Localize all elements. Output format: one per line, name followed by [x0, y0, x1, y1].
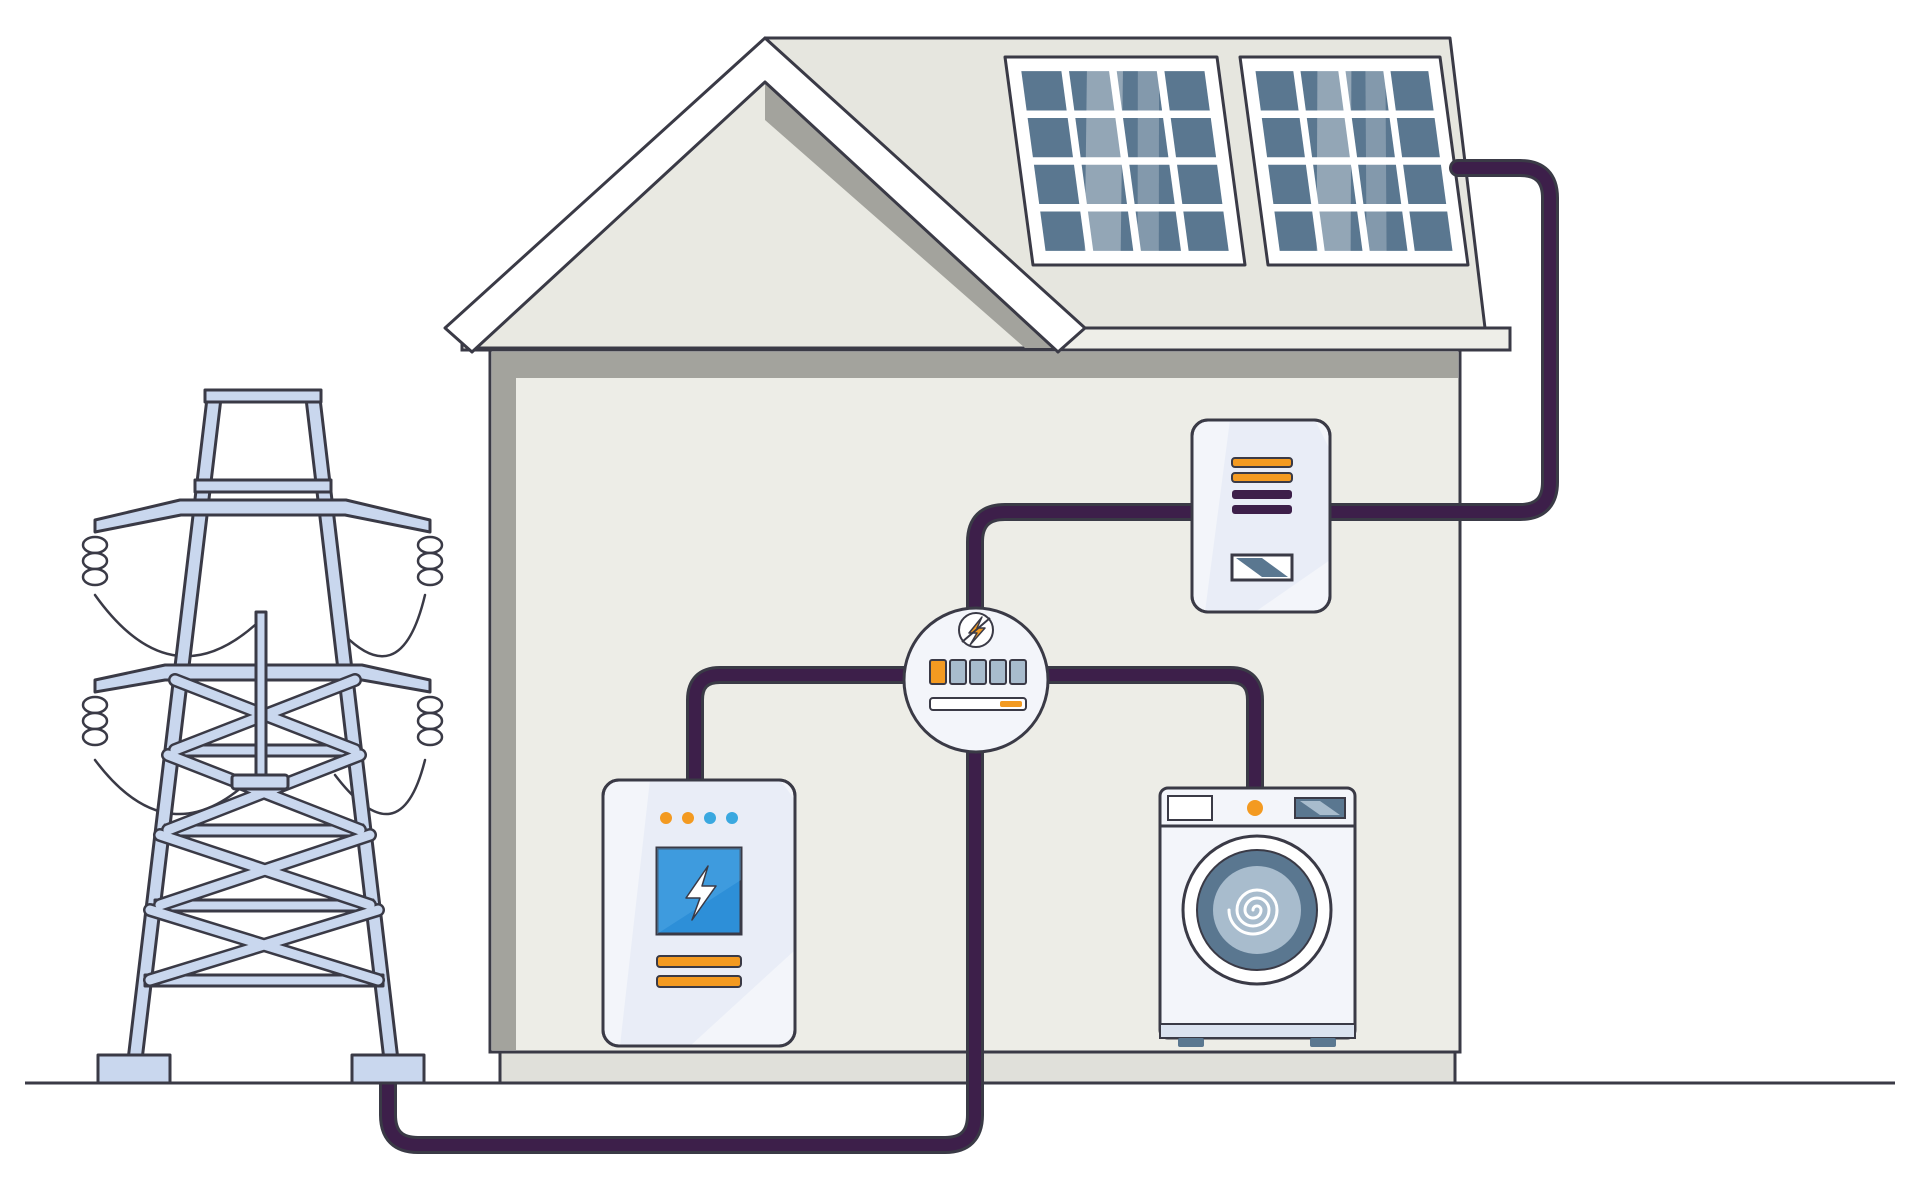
tower-foot-right	[350, 1053, 426, 1085]
panel-glare	[1365, 67, 1387, 255]
wall-shadow-top	[492, 352, 1458, 378]
washer-knob	[1247, 800, 1263, 816]
inverter-bar-dark-2	[1232, 505, 1292, 514]
solar-cell	[1268, 164, 1312, 205]
battery-bar-2	[656, 975, 742, 988]
solar-cell	[1390, 71, 1434, 111]
lightning-bolt-icon	[685, 865, 717, 921]
solar-cell	[1183, 211, 1229, 251]
solar-cell	[1170, 117, 1217, 158]
panel-glare	[1137, 67, 1160, 255]
solar-cell	[1274, 211, 1318, 251]
solar-cell	[1081, 164, 1127, 205]
solar-cell	[1358, 164, 1402, 205]
insulator-disc	[416, 695, 444, 715]
transmission-tower-icon	[81, 388, 444, 1085]
insulator-disc	[81, 695, 109, 715]
insulator-disc	[81, 551, 109, 571]
panel-glare	[1316, 67, 1352, 255]
solar-cell	[1040, 211, 1086, 251]
solar-cell	[1261, 117, 1305, 158]
solar-cell	[1164, 71, 1210, 111]
solar-panel-left	[1003, 55, 1247, 267]
insulator-disc	[416, 727, 444, 747]
solar-cell	[1027, 117, 1073, 158]
meter-display	[929, 659, 1027, 685]
wall-shadow-left	[492, 352, 516, 1050]
solar-cell	[1409, 211, 1453, 251]
solar-cell	[1351, 117, 1395, 158]
solar-cell	[1033, 164, 1080, 205]
solar-cell	[1177, 164, 1223, 205]
solar-cell	[1087, 211, 1134, 251]
solar-cell	[1345, 71, 1389, 111]
meter-segment	[989, 659, 1007, 685]
meter-segment	[929, 659, 947, 685]
cables	[379, 159, 1559, 1154]
solar-cell	[1021, 71, 1067, 111]
insulator-disc	[416, 567, 444, 587]
battery-led	[704, 812, 716, 824]
solar-panel-right	[1238, 55, 1470, 267]
washer-foot-right	[1310, 1038, 1336, 1047]
solar-cell	[1069, 71, 1115, 111]
solar-cell	[1129, 164, 1175, 205]
solar-cell	[1075, 117, 1121, 158]
inverter-bar-orange-1	[1231, 457, 1293, 468]
solar-cell	[1123, 117, 1169, 158]
inverter-bar-dark-1	[1232, 490, 1292, 499]
solar-cell	[1116, 71, 1163, 111]
battery-led	[726, 812, 738, 824]
insulator-disc	[416, 551, 444, 571]
battery-bar-1	[656, 955, 742, 968]
panel-glare	[1084, 67, 1123, 255]
home-battery-icon	[601, 778, 797, 1048]
roof-trim	[443, 36, 1087, 354]
solar-cell	[1319, 211, 1363, 251]
solar-cell	[1396, 117, 1440, 158]
inverter-bar-orange-2	[1231, 472, 1293, 483]
washer-foot-left	[1178, 1038, 1204, 1047]
insulator-disc	[81, 727, 109, 747]
meter-segment	[949, 659, 967, 685]
insulator-disc	[416, 535, 444, 555]
solar-cell	[1364, 211, 1408, 251]
solar-cell	[1306, 117, 1350, 158]
battery-led	[660, 812, 672, 824]
battery-led	[682, 812, 694, 824]
solar-cell	[1313, 164, 1357, 205]
battery-leds	[660, 812, 738, 824]
inverter-icon	[1190, 418, 1332, 614]
washing-machine-icon	[1158, 786, 1357, 1047]
tower-foot-left	[96, 1053, 172, 1085]
solar-cell	[1403, 164, 1447, 205]
washer-spiral	[1227, 888, 1279, 936]
insulator-disc	[416, 711, 444, 731]
insulator-disc	[81, 535, 109, 555]
washer-detergent-drawer	[1167, 795, 1213, 821]
solar-cell	[1255, 71, 1299, 111]
solar-cell	[1135, 211, 1181, 251]
insulator-disc	[81, 567, 109, 587]
insulator-disc	[81, 711, 109, 731]
meter-segment	[1009, 659, 1027, 685]
solar-cell	[1300, 71, 1344, 111]
smart-meter-icon	[902, 606, 1050, 754]
meter-segment	[969, 659, 987, 685]
